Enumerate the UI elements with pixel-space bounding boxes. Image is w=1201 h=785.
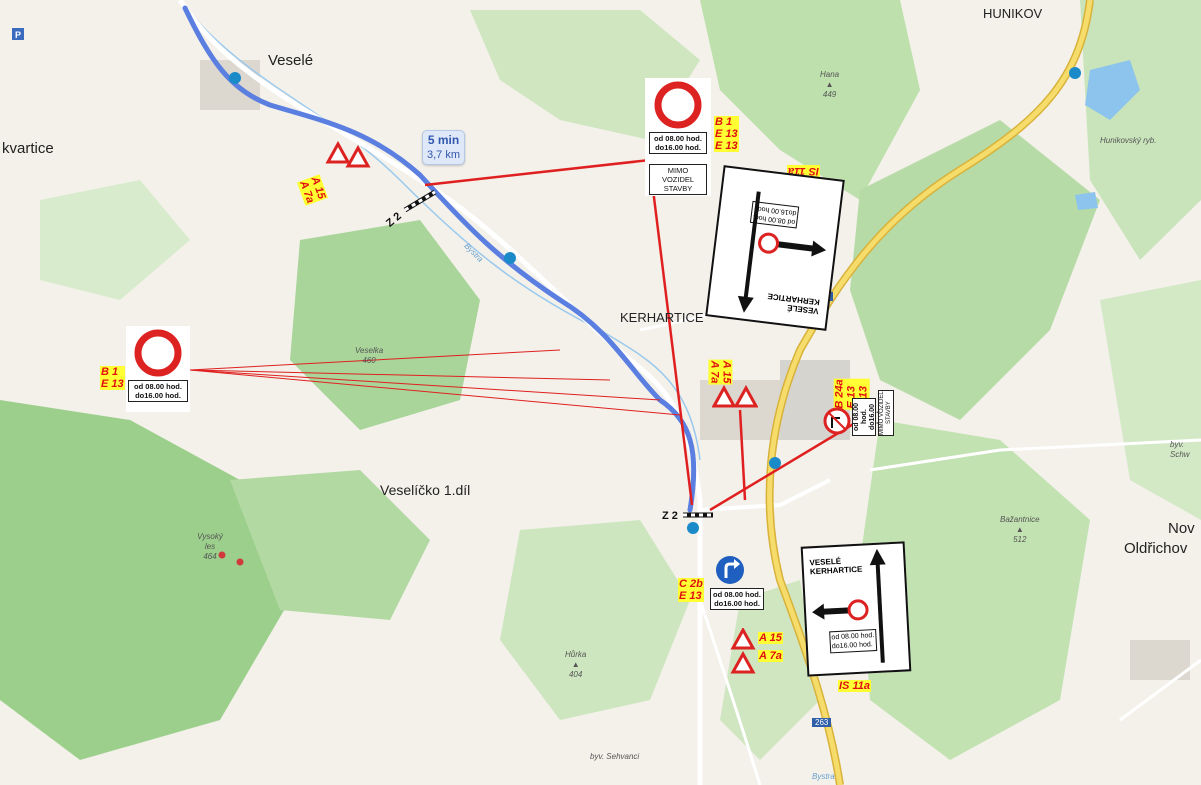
route-time-badge[interactable]: 5 min 3,7 km	[422, 130, 466, 165]
leader-line	[648, 164, 694, 506]
time-plate: od 08.00 hod.do16.00 hod.	[649, 132, 707, 154]
minor-road	[1119, 658, 1201, 722]
poi-marker-icon	[218, 551, 244, 566]
forest-area	[0, 400, 290, 760]
place-hunikov: HUNIKOV	[983, 6, 1043, 21]
locality-label: byv. Schw	[1170, 440, 1190, 459]
forest-area	[850, 120, 1100, 420]
sign-code-b1-e13: B 1 E 13 E 13	[714, 116, 739, 152]
forest-area	[290, 220, 480, 430]
mimo-plate-vertical: MIMO VOZIDEL STAVBY	[878, 390, 894, 436]
pond	[1075, 192, 1098, 210]
sign-code-c2b-e13: C 2b E 13	[678, 578, 704, 602]
sign-code-is11a-bottom: IS 11a	[838, 680, 871, 692]
minor-road	[699, 478, 831, 512]
sign-code-b1-e13-left: B 1 E 13	[100, 366, 125, 390]
detour-time: od 08.00 hod.do16.00 hod.	[829, 628, 878, 654]
place-vesele: Veselé	[268, 52, 314, 69]
peak-horka: Hůrka▲404	[565, 650, 587, 679]
turn-right-sign-icon	[716, 556, 744, 584]
sign-code-a15-bottom: A 15	[758, 632, 783, 644]
forest-area	[230, 470, 430, 620]
svg-text:P: P	[15, 30, 21, 40]
leader-line	[189, 369, 661, 401]
road-shield: 263	[812, 718, 832, 727]
pond	[1085, 60, 1140, 120]
parking-icon	[12, 28, 24, 40]
no-entry-sign-icon	[654, 81, 702, 129]
route-distance: 3,7 km	[427, 149, 461, 161]
forest-area	[700, 0, 920, 200]
urban-area	[1130, 640, 1190, 680]
no-entry-sign-icon	[134, 329, 182, 377]
peak-bazantnice: Bažantnice▲512	[1000, 515, 1040, 544]
time-plate: od 08.00 hod.do16.00 hod.	[710, 588, 764, 610]
forest-area	[470, 10, 700, 140]
leader-line	[189, 349, 561, 371]
stream-label: Bystra	[812, 772, 835, 781]
leader-line	[709, 418, 861, 512]
sign-code-a15-a7a-mid: A 15 A 7a	[708, 359, 733, 385]
place-oldrichov: Oldřichov	[1124, 540, 1188, 557]
closure-barrier-top	[403, 189, 437, 213]
minor-road	[698, 599, 762, 785]
minor-road	[869, 438, 1201, 472]
warning-sign-pair	[730, 628, 756, 674]
closure-label-z2: Z 2	[662, 510, 678, 522]
peak-hana: Hana▲449	[820, 70, 840, 99]
forest-area	[860, 420, 1090, 760]
forest-area	[40, 180, 190, 300]
leader-line	[189, 369, 681, 416]
time-plate: od 08.00 hod.do16.00 hod.	[128, 380, 188, 402]
place-kvartice: kvartice	[2, 140, 54, 157]
leader-line	[738, 409, 747, 501]
route-time: 5 min	[427, 133, 460, 147]
stream	[179, 0, 701, 461]
minor-road	[177, 0, 703, 785]
place-nov: Nov	[1168, 520, 1195, 537]
urban-area	[200, 60, 260, 110]
warning-sign-pair	[712, 384, 758, 408]
sign-code-a7a-bottom: A 7a	[758, 650, 783, 662]
locality-label: byv. Sehvanci	[590, 752, 640, 761]
forest-area	[1100, 280, 1201, 520]
place-veselicko: Veselíčko 1.díl	[380, 482, 471, 498]
time-plate-vertical: od 08.00 hod. do16.00 hod.	[852, 398, 884, 436]
leader-line	[189, 369, 611, 381]
place-kerhartice: KERHARTICE	[620, 310, 704, 325]
pond-label: Hunikovský ryb.	[1100, 136, 1157, 145]
warning-sign-pair	[325, 140, 371, 168]
leader-line	[424, 158, 651, 187]
route-line	[182, 5, 697, 513]
forest-area	[500, 520, 690, 720]
no-turn-sign-icon	[823, 407, 851, 435]
sign-card-b1-left: od 08.00 hod.do16.00 hod.	[126, 326, 190, 412]
bus-stop-icon	[229, 67, 1081, 534]
